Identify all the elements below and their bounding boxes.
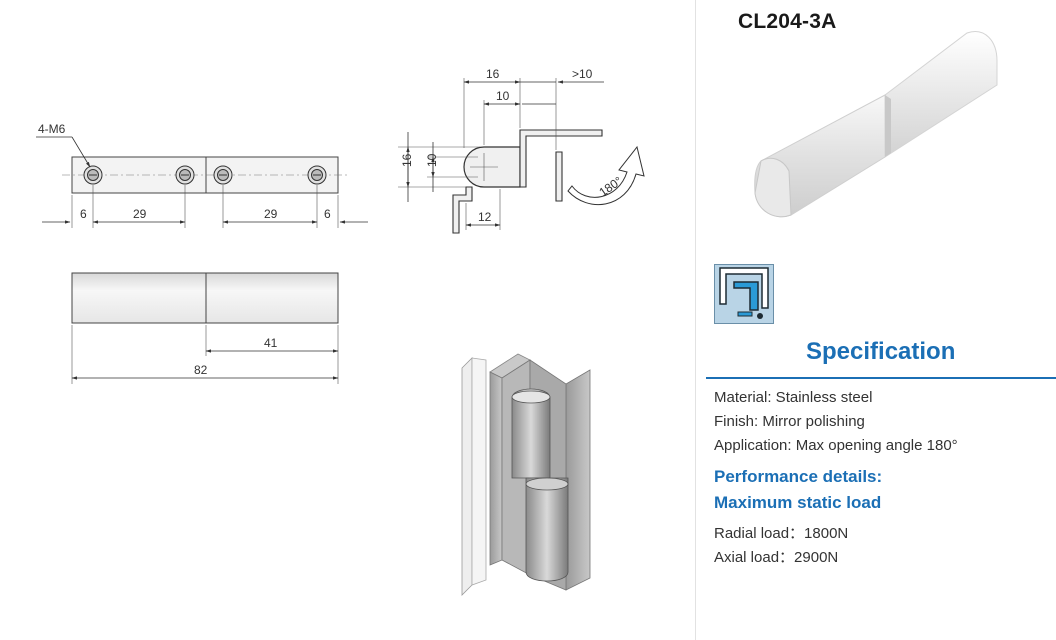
dim-label: 29 [133,207,147,221]
spec-application: Application: Max opening angle 180° [714,437,958,454]
rotation-arrow-icon: 180° [567,145,645,205]
dim-label: 16 [400,153,414,167]
dim-label: 10 [496,89,510,103]
dim-label: 41 [264,336,278,350]
specification-title: Specification [806,338,956,365]
column-divider [695,0,696,640]
spec-material: Material: Stainless steel [714,389,873,406]
mounting-hole [175,165,195,185]
installed-hinge-render [461,353,591,596]
mounting-hole [213,165,233,185]
side-view: 41 82 [71,272,339,384]
dim-label: 82 [194,363,208,377]
mounting-hole [83,165,103,185]
dim-label: 12 [478,210,492,224]
spec-finish: Finish: Mirror polishing [714,413,865,430]
static-load-title: Maximum static load [714,493,882,512]
hole-callout: 4-M6 [38,122,66,136]
mounting-type-icon [714,264,774,324]
technical-drawing: 4-M6 6 29 29 6 41 82 [36,67,645,596]
dim-label: 6 [324,207,331,221]
top-view: 4-M6 6 29 29 6 [36,122,368,228]
dim-label: 29 [264,207,278,221]
dim-label: >10 [572,67,593,81]
dim-label: 16 [486,67,500,81]
dim-label: 6 [80,207,87,221]
product-model: CL204-3A [738,10,837,33]
spec-axial-load: Axial load：2900N [714,549,839,566]
section-view: 16 10 >10 16 10 12 180° [398,67,645,234]
specification-rule [706,377,1056,379]
mounting-hole [307,165,327,185]
performance-title: Performance details: [714,467,883,486]
hinge-product-image [754,31,998,218]
spec-radial-load: Radial load：1800N [714,525,849,542]
dim-label: 10 [425,153,439,167]
